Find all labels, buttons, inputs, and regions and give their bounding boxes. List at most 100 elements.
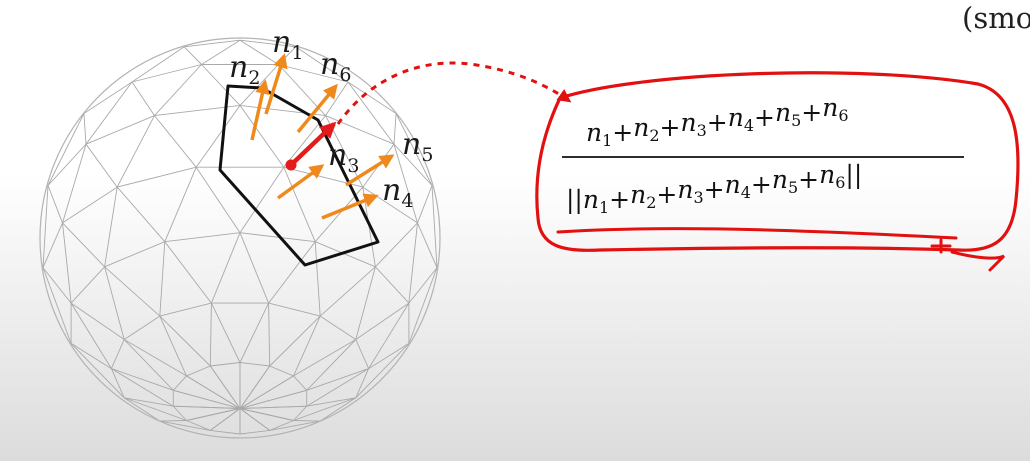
mesh-edge: [85, 115, 155, 145]
mesh-edge: [368, 302, 410, 369]
mesh-edge: [195, 105, 241, 168]
mesh-edge: [375, 222, 418, 268]
mesh-edge: [362, 186, 418, 224]
vertex-point: [285, 159, 297, 171]
mesh-edge: [47, 113, 85, 186]
mesh-edge: [62, 144, 87, 224]
label-n4: n4: [382, 173, 413, 212]
mesh-edge: [70, 266, 105, 304]
mesh-edge: [306, 397, 356, 407]
mesh-edge: [269, 315, 321, 367]
dotted-pointer-arrow: [336, 61, 572, 125]
mesh-edge: [239, 408, 270, 431]
mesh-edge: [159, 315, 187, 377]
face-normal-arrows: [250, 53, 395, 220]
mesh-edge: [269, 420, 294, 431]
sphere-mesh: [39, 37, 441, 439]
vertex-normal-arrow: [290, 121, 337, 166]
mesh-edge: [395, 113, 433, 186]
mesh-edge: [85, 143, 118, 188]
mesh-edge: [347, 81, 397, 114]
mesh-edge: [319, 397, 357, 422]
label-n2: n2: [229, 50, 260, 89]
mesh-edge: [239, 405, 307, 409]
mesh-edge: [210, 232, 241, 304]
mesh-edge: [347, 81, 395, 145]
mesh-edge: [239, 389, 307, 409]
mesh-edge: [269, 420, 321, 431]
mesh-edge: [83, 113, 87, 145]
label-n6: n6: [320, 47, 351, 86]
mesh-edge: [186, 420, 211, 431]
mesh-edge: [186, 365, 211, 377]
mesh-edge: [239, 232, 270, 304]
mesh-edge: [124, 397, 174, 407]
normal-arrow-n3: [276, 164, 325, 200]
mesh-edge: [70, 302, 125, 340]
mesh-edge: [417, 185, 433, 224]
mesh-edge: [70, 343, 125, 399]
mesh-edge: [325, 115, 395, 145]
mesh-edge: [164, 232, 241, 243]
mesh-edge: [210, 362, 241, 367]
normal-arrow-n2: [250, 79, 270, 141]
normal-arrow-n5: [345, 154, 395, 187]
mesh-edge: [355, 302, 410, 340]
mesh-edge: [239, 39, 279, 65]
mesh-edge: [239, 362, 270, 367]
mesh-edge: [293, 405, 308, 421]
mesh-edge: [306, 368, 369, 391]
mesh-edge: [183, 46, 202, 65]
mesh-edge: [201, 39, 241, 65]
mesh-edge: [293, 375, 308, 391]
mesh-edge: [117, 166, 197, 188]
mesh-edge: [314, 241, 321, 317]
mesh-edge: [408, 267, 438, 344]
mesh-edge: [239, 375, 294, 409]
mesh-edge: [293, 420, 321, 422]
mesh-edge: [184, 39, 241, 48]
mesh-edge: [47, 143, 87, 186]
mesh-edge: [159, 315, 211, 367]
mesh-edge: [131, 46, 185, 83]
mesh-edge: [239, 429, 270, 435]
mesh-edge: [47, 185, 63, 224]
mesh-edge: [164, 241, 212, 304]
mesh-edge: [268, 302, 321, 317]
mesh-edge: [293, 315, 321, 377]
mesh-edge: [393, 113, 397, 145]
mesh-edge: [123, 339, 174, 391]
mesh-edge: [239, 408, 294, 421]
label-n1: n1: [272, 25, 303, 64]
mesh-edge: [104, 187, 118, 267]
mesh-edge: [70, 302, 112, 369]
mesh-edge: [239, 166, 285, 233]
mesh-edge: [293, 339, 357, 377]
mesh-edge: [116, 115, 155, 188]
mesh-edge: [154, 115, 197, 168]
normal-arrow-n6: [296, 83, 338, 134]
normal-arrow-n1: [264, 53, 288, 115]
red-hand-drawn-circle: [535, 71, 1020, 252]
mesh-edge: [123, 339, 187, 377]
mesh-edge: [42, 222, 63, 268]
mesh-edge: [172, 375, 187, 391]
mesh-edge: [408, 267, 438, 304]
mesh-edge: [355, 266, 376, 340]
mesh-edge: [306, 368, 369, 407]
mesh-edge: [104, 241, 165, 268]
mesh-edge: [164, 167, 197, 242]
mesh-edge: [393, 144, 418, 224]
mesh-edge: [124, 397, 187, 421]
mesh-edge: [186, 408, 241, 421]
mesh-edge: [239, 105, 285, 168]
mesh-edge: [104, 266, 125, 340]
mesh-edge: [173, 405, 241, 409]
mesh-edge: [123, 315, 161, 340]
mesh-edge: [111, 368, 174, 391]
mesh-edge: [201, 64, 241, 106]
mesh-edge: [172, 405, 187, 421]
mesh-edge: [131, 81, 155, 116]
formula-numerator: n1+n2+n3+n4+n5+n6: [586, 93, 849, 150]
